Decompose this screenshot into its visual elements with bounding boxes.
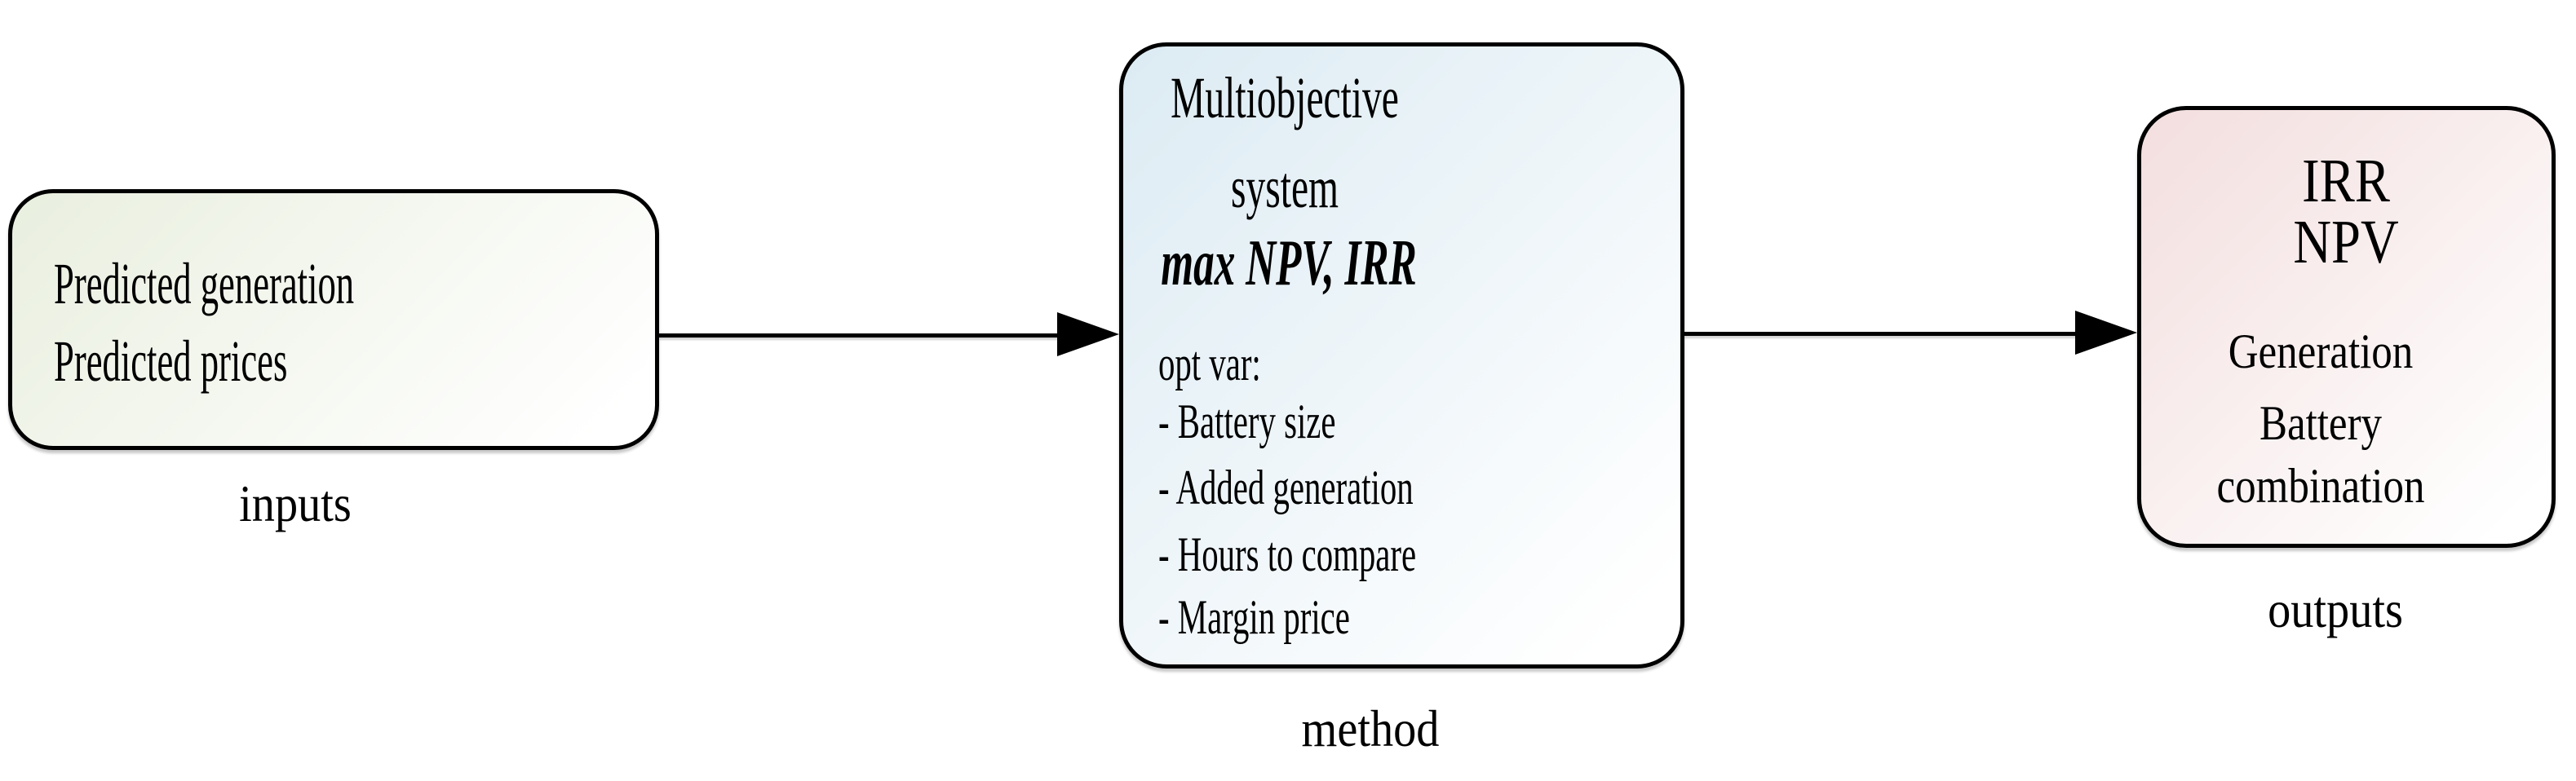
method-opt-item-hours-to-compare: - Hours to compare	[1158, 527, 1417, 581]
method-opt-item-margin-price: - Margin price	[1158, 590, 1350, 644]
arrow-inputs-to-method-head-icon	[1057, 312, 1119, 356]
outputs-metric-irr: IRR	[2302, 147, 2390, 215]
inputs-caption: inputs	[239, 474, 352, 532]
method-opt-var-heading: opt var:	[1158, 337, 1261, 390]
inputs-node: Predicted generation Predicted prices	[8, 189, 659, 450]
method-opt-item-battery-size: - Battery size	[1158, 395, 1336, 448]
method-title-line-2: system	[1230, 155, 1339, 220]
inputs-node-line-2: Predicted prices	[54, 329, 288, 394]
method-caption: method	[1301, 699, 1440, 757]
outputs-metric-npv: NPV	[2293, 208, 2399, 276]
method-title-line-1: Multiobjective	[1171, 65, 1399, 130]
outputs-result-battery: Battery	[2259, 396, 2383, 450]
outputs-result-generation: Generation	[2228, 324, 2414, 378]
outputs-caption: outputs	[2268, 580, 2403, 638]
outputs-node: IRR NPV Generation Battery combination	[2137, 106, 2556, 548]
inputs-node-line-1: Predicted generation	[54, 251, 355, 316]
method-objective: max NPV, IRR	[1161, 227, 1417, 299]
method-opt-item-added-generation: - Added generation	[1158, 461, 1414, 514]
outputs-result-combination: combination	[2216, 459, 2425, 513]
arrow-inputs-to-method-line	[659, 333, 1067, 338]
arrow-method-to-outputs-line	[1684, 332, 2082, 336]
arrow-method-to-outputs-head-icon	[2075, 311, 2137, 355]
method-node: Multiobjective system max NPV, IRR opt v…	[1119, 42, 1684, 668]
